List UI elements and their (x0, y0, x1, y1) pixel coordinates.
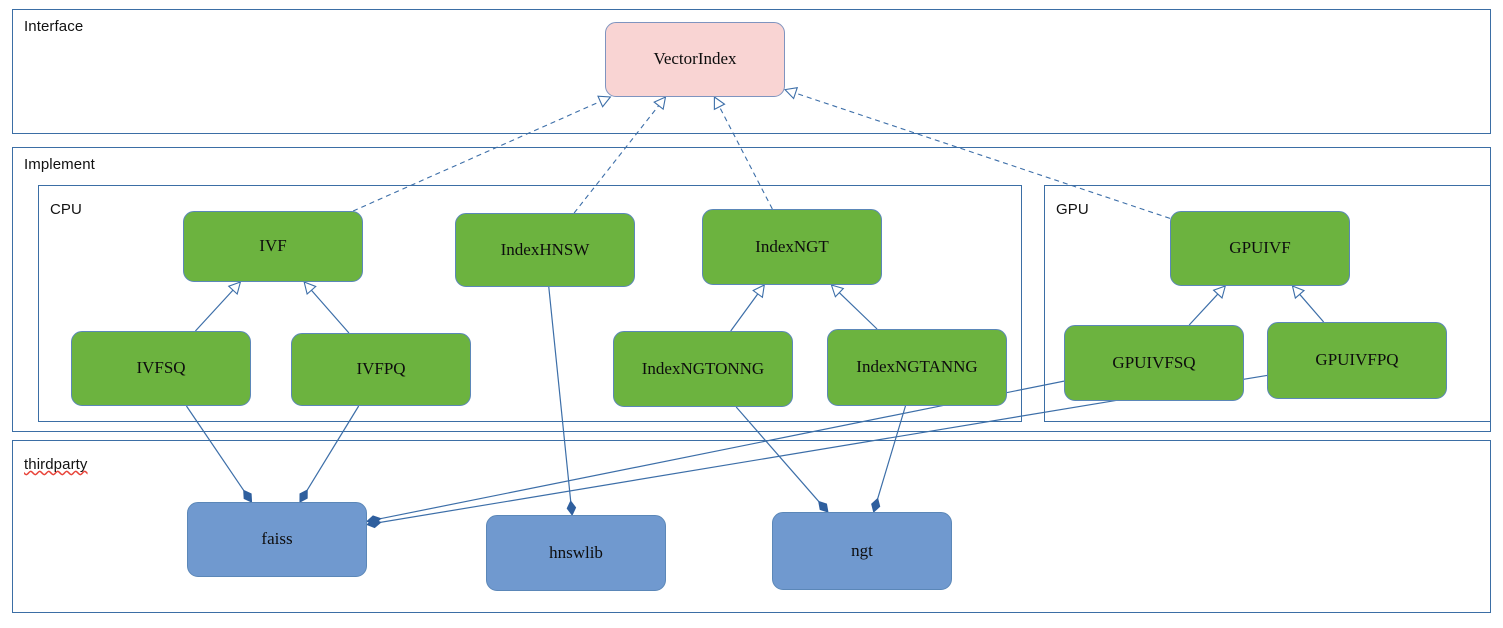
class-node-label: IndexNGTANNG (856, 357, 978, 377)
class-node-label: IndexNGT (755, 236, 829, 256)
class-node-label: GPUIVF (1229, 238, 1291, 258)
group-label-thirdparty: thirdparty (24, 456, 88, 473)
class-node-indexngtonng[interactable]: IndexNGTONNG (613, 331, 793, 407)
class-node-ngt[interactable]: ngt (772, 512, 952, 590)
class-node-ivfpq[interactable]: IVFPQ (291, 333, 471, 406)
class-node-label: GPUIVFPQ (1315, 350, 1399, 370)
group-container-interface (12, 9, 1491, 134)
class-node-label: ngt (851, 540, 873, 560)
class-node-faiss[interactable]: faiss (187, 502, 367, 577)
class-node-label: IndexHNSW (500, 239, 590, 259)
group-container-cpu (38, 185, 1022, 422)
group-label-interface: Interface (24, 18, 84, 35)
class-node-ivf[interactable]: IVF (183, 211, 363, 282)
group-label-implement: Implement (24, 156, 95, 173)
class-node-label: faiss (261, 529, 293, 549)
class-node-ivfsq[interactable]: IVFSQ (71, 331, 251, 406)
group-container-thirdparty (12, 440, 1491, 613)
class-node-label: VectorIndex (653, 49, 737, 69)
class-node-label: IVFPQ (356, 359, 406, 379)
class-node-indexngtanng[interactable]: IndexNGTANNG (827, 329, 1007, 406)
class-node-vectorindex[interactable]: VectorIndex (605, 22, 785, 97)
class-node-gpuivfsq[interactable]: GPUIVFSQ (1064, 325, 1244, 401)
group-label-gpu: GPU (1056, 201, 1089, 218)
class-node-label: GPUIVFSQ (1112, 352, 1196, 372)
class-node-gpuivf[interactable]: GPUIVF (1170, 211, 1350, 286)
class-node-gpuivfpq[interactable]: GPUIVFPQ (1267, 322, 1447, 399)
group-label-cpu: CPU (50, 201, 82, 218)
class-node-label: IVF (259, 236, 287, 256)
class-node-indexngt[interactable]: IndexNGT (702, 209, 882, 285)
group-container-gpu (1044, 185, 1491, 422)
class-node-indexhnsw[interactable]: IndexHNSW (455, 213, 635, 287)
class-node-label: IndexNGTONNG (641, 358, 765, 378)
class-node-label: hnswlib (549, 542, 603, 562)
class-node-hnswlib[interactable]: hnswlib (486, 515, 666, 591)
class-node-label: IVFSQ (136, 358, 186, 378)
